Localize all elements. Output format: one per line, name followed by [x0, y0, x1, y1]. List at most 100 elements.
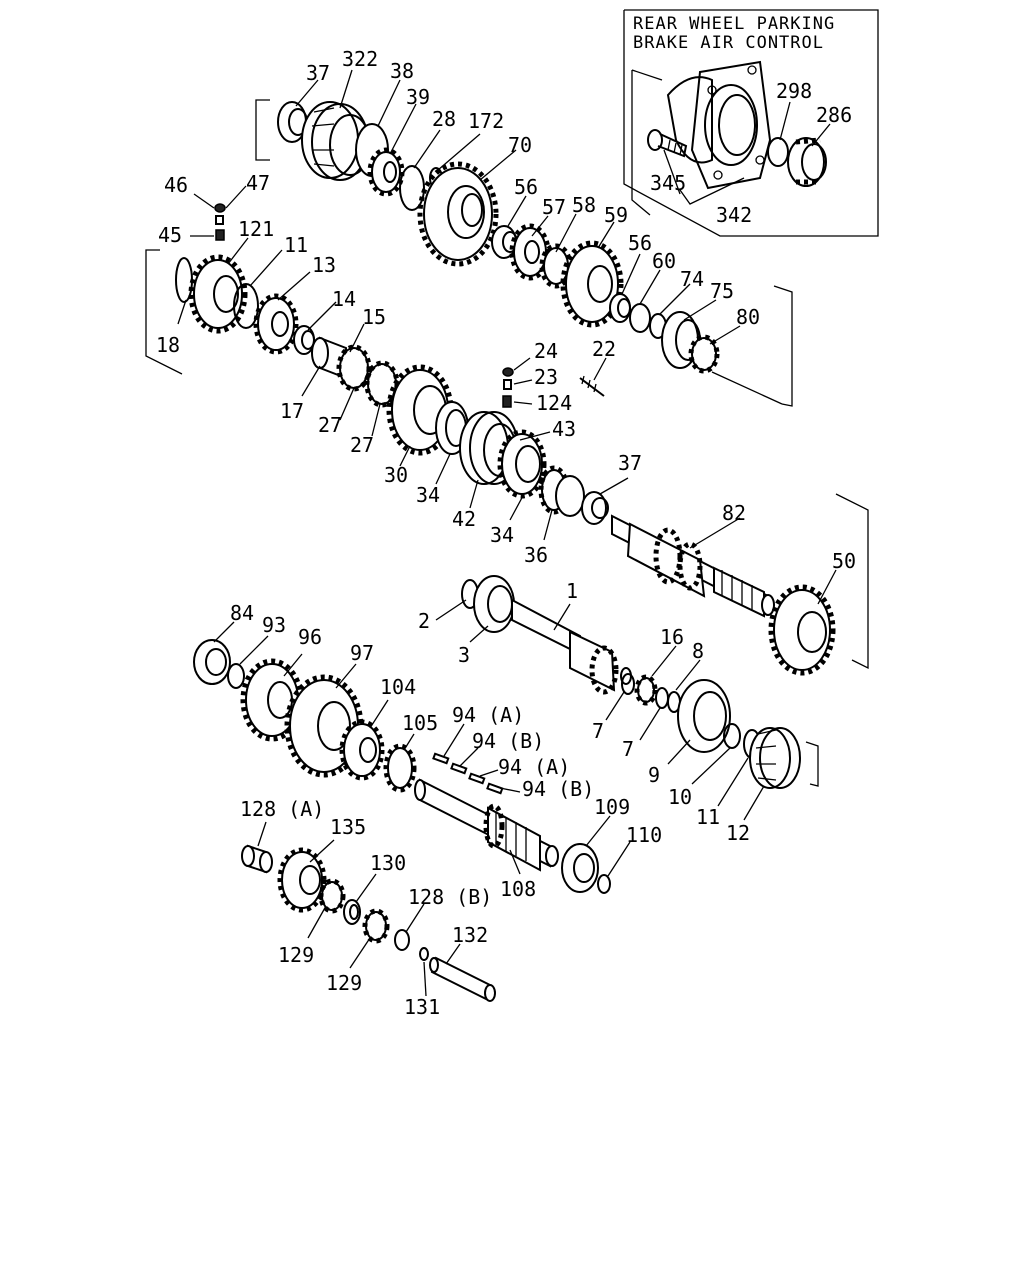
- label-96: 96: [298, 625, 322, 649]
- part-70-gear: [417, 161, 499, 267]
- part-60-collar: [629, 303, 651, 333]
- part-132-shaft: [429, 956, 496, 1002]
- label-9: 9: [648, 763, 660, 787]
- label-322: 322: [342, 47, 378, 71]
- label-74: 74: [680, 267, 704, 291]
- inset-parking-brake: REAR WHEEL PARKING BRAKE AIR CONTROL: [623, 9, 879, 237]
- label-46: 46: [164, 173, 188, 197]
- label-75: 75: [710, 279, 734, 303]
- label-7-a: 7: [592, 719, 604, 743]
- label-12: 12: [726, 821, 750, 845]
- label-39: 39: [406, 85, 430, 109]
- label-60: 60: [652, 249, 676, 273]
- label-345: 345: [650, 171, 686, 195]
- label-42: 42: [452, 507, 476, 531]
- inset-frame: [623, 9, 879, 237]
- part-130-spacer: [343, 899, 361, 925]
- part-94b-key-2: [486, 782, 504, 795]
- part-105-gear: [383, 743, 417, 793]
- part-128b-washer: [394, 929, 410, 951]
- label-11-upper: 11: [284, 233, 308, 257]
- label-38: 38: [390, 59, 414, 83]
- label-43: 43: [552, 417, 576, 441]
- label-57: 57: [542, 195, 566, 219]
- part-14-bearing: [293, 325, 315, 355]
- label-172: 172: [468, 109, 504, 133]
- part-10-ring: [723, 723, 741, 749]
- label-108: 108: [500, 877, 536, 901]
- part-15-bearing: [336, 344, 372, 392]
- label-121: 121: [238, 217, 274, 241]
- label-1: 1: [566, 579, 578, 603]
- part-109-bearing: [561, 843, 599, 893]
- mainshaft-82: 82: [611, 493, 869, 670]
- small-parts-46-47-45: 46 47 45: [158, 171, 270, 247]
- part-28-snapring: [399, 165, 425, 211]
- label-37-lower: 37: [618, 451, 642, 475]
- part-129-bearing-b: [362, 908, 390, 944]
- part-37-bearing-lower: [581, 491, 609, 525]
- part-298-oring: [767, 137, 789, 167]
- part-93-snapring: [227, 663, 245, 689]
- mainshaft-gear-row: 121 11 13 14 15 18 17 27 27 30 34 42 34 …: [145, 217, 642, 567]
- part-7-ring-b: [655, 687, 669, 709]
- part-128a-spacer: [241, 844, 273, 874]
- label-28: 28: [432, 107, 456, 131]
- label-18: 18: [156, 333, 180, 357]
- label-109: 109: [594, 795, 630, 819]
- label-50: 50: [832, 549, 856, 573]
- label-132: 132: [452, 923, 488, 947]
- part-11-ring: [233, 283, 259, 329]
- part-22-pin: [579, 377, 605, 397]
- label-2: 2: [418, 609, 430, 633]
- label-93: 93: [262, 613, 286, 637]
- label-298: 298: [776, 79, 812, 103]
- second-gear-row: 56 57 58 59 56 60 74 75 80: [491, 175, 793, 407]
- label-10: 10: [668, 785, 692, 809]
- part-124-spring: [502, 395, 512, 408]
- label-94b-1: 94 (B): [472, 729, 544, 753]
- label-27-a: 27: [318, 413, 342, 437]
- label-56-a: 56: [514, 175, 538, 199]
- label-59: 59: [604, 203, 628, 227]
- part-16-bearing: [634, 674, 658, 706]
- part-1-input-shaft: [511, 598, 632, 695]
- reverse-idler-group: 128 (A) 135 130 128 (B) 129 129 132 131: [240, 797, 496, 1019]
- label-128b: 128 (B): [408, 885, 492, 909]
- part-110-snapring: [597, 874, 611, 894]
- label-14: 14: [332, 287, 356, 311]
- label-131: 131: [404, 995, 440, 1019]
- part-59-gear: [560, 240, 624, 328]
- label-22: 22: [592, 337, 616, 361]
- label-70: 70: [508, 133, 532, 157]
- label-124: 124: [536, 391, 572, 415]
- part-342-housing: [631, 60, 772, 216]
- part-80-nut: [688, 334, 720, 374]
- part-24-ball: [502, 367, 514, 377]
- part-7-ring-a: [621, 673, 635, 695]
- label-82: 82: [722, 501, 746, 525]
- label-11-lower: 11: [696, 805, 720, 829]
- label-97: 97: [350, 641, 374, 665]
- part-135-gear: [277, 847, 327, 913]
- inset-title-line1: REAR WHEEL PARKING: [633, 14, 835, 34]
- part-43-hub: [497, 429, 547, 499]
- label-24: 24: [534, 339, 558, 363]
- front-bearing-group: 16 8 7 7 9 10 11 12: [592, 625, 819, 845]
- part-13-gear: [253, 293, 299, 355]
- part-121-gear: [188, 254, 248, 334]
- countershaft-row: 84 93 96 97 104 105 94 (A) 94 (B) 94 (A)…: [193, 601, 662, 901]
- label-36: 36: [524, 543, 548, 567]
- label-30: 30: [384, 463, 408, 487]
- label-3: 3: [458, 643, 470, 667]
- part-46: [214, 203, 226, 213]
- label-56-b: 56: [628, 231, 652, 255]
- label-94a-2: 94 (A): [498, 755, 570, 779]
- part-104-gear: [339, 719, 385, 781]
- label-16: 16: [660, 625, 684, 649]
- part-36-ring: [555, 475, 585, 517]
- part-94a-key-2: [468, 772, 486, 785]
- label-23: 23: [534, 365, 558, 389]
- label-8: 8: [692, 639, 704, 663]
